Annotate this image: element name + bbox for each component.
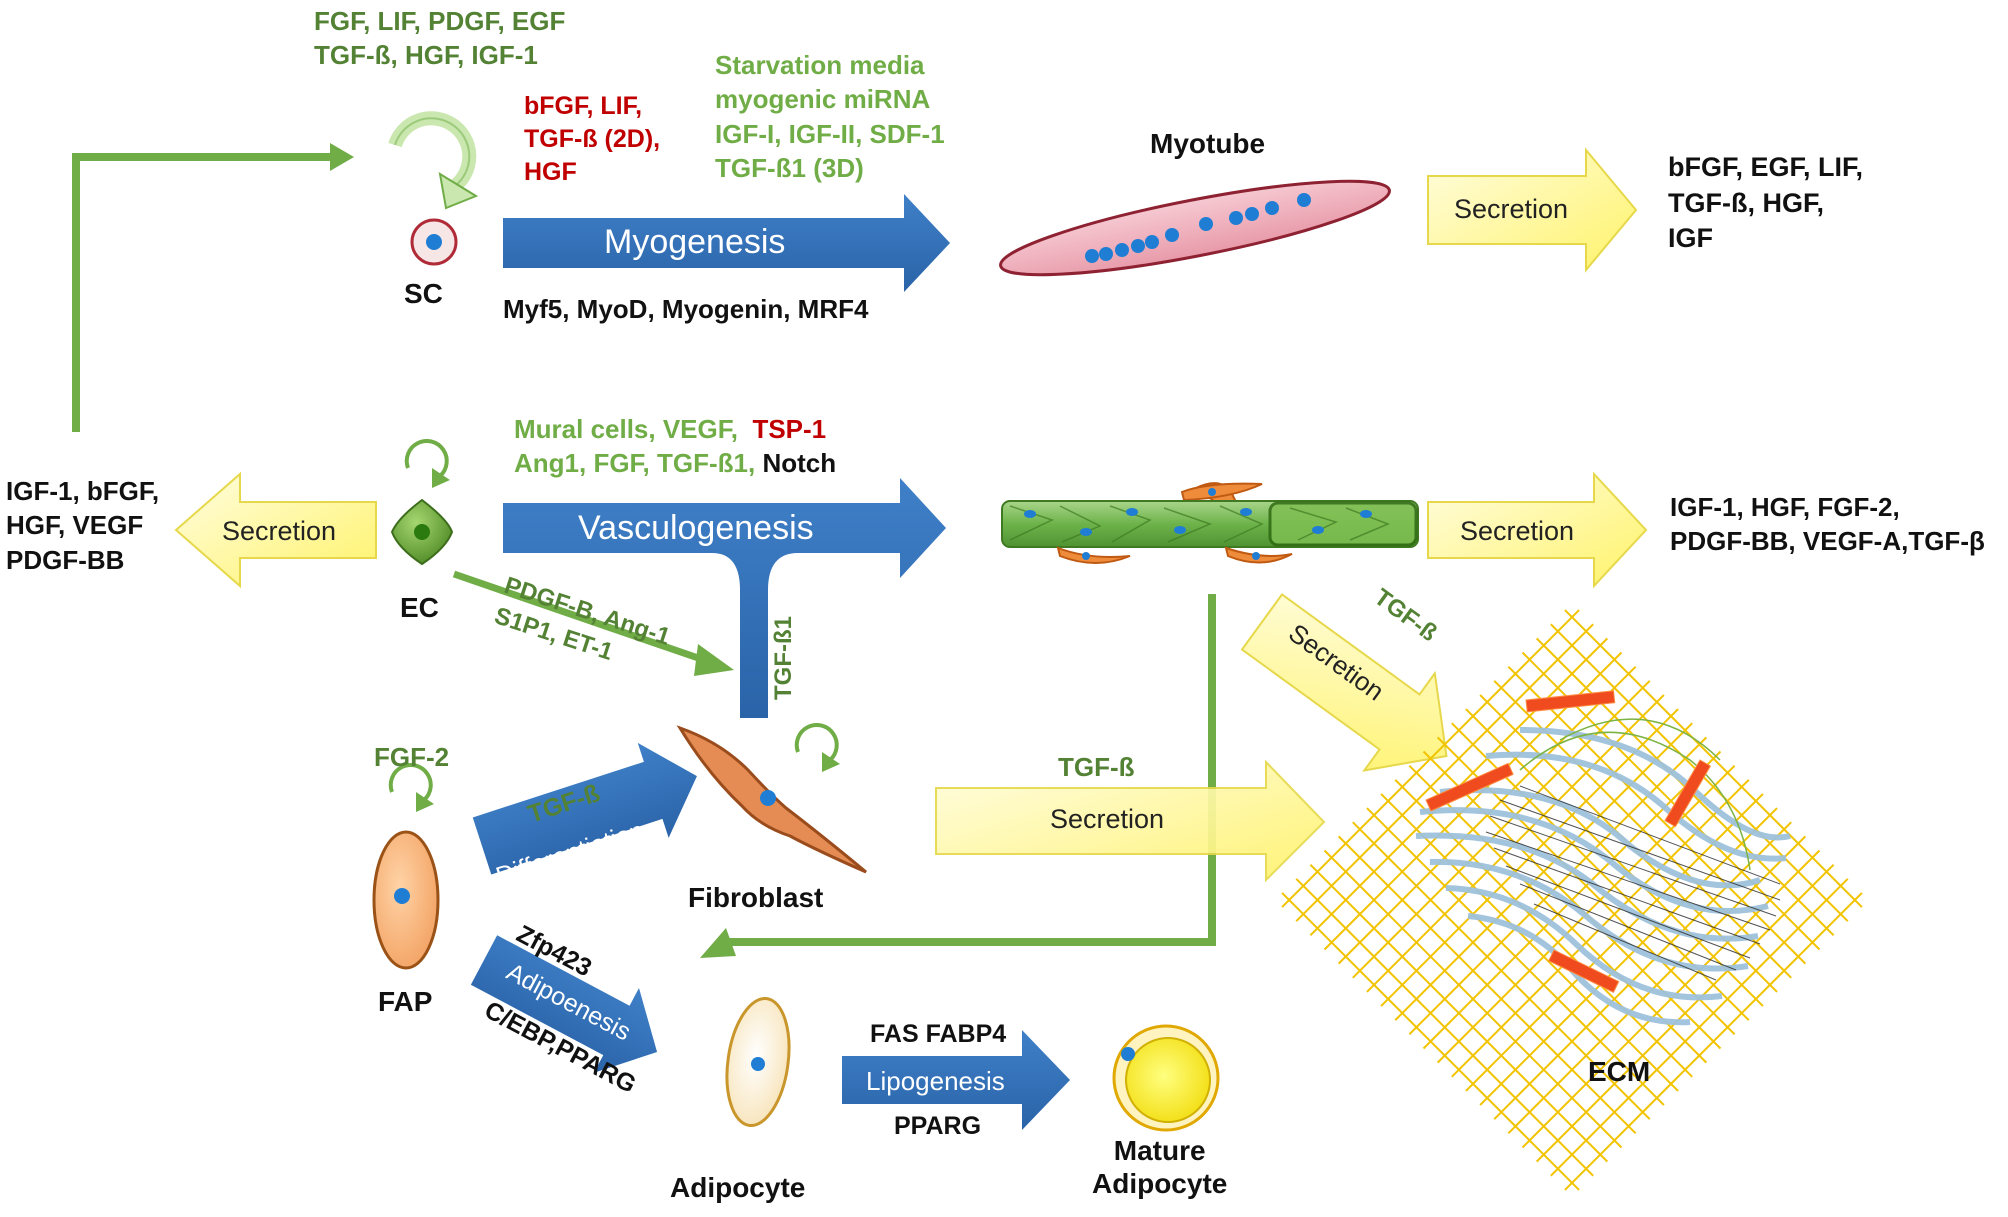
differentiation-arrow (472, 742, 697, 875)
tgfb1-branch-label: TGF-ß1 (770, 616, 797, 700)
myotube (999, 179, 1391, 277)
ec-factors: Mural cells, VEGF, TSP-1 Ang1, FGF, TGF-… (514, 412, 836, 481)
vessel-secretion-label: Secretion (1460, 516, 1575, 546)
ec-factor-green: Mural cells, VEGF, (514, 414, 738, 444)
mature-adipocyte-label-line: Mature (1113, 1135, 1206, 1166)
fibroblast-self-renewal-loop (794, 723, 840, 772)
myogenesis-arrow (503, 194, 950, 292)
fap-self-renewal-loop (388, 763, 434, 812)
adipocyte-label: Adipocyte (670, 1172, 806, 1203)
mature-adipocyte-label-line: Adipocyte (1092, 1168, 1228, 1200)
adipocyte-cell (725, 996, 791, 1128)
vessel-to-adipocyte-path (726, 594, 1216, 946)
fibroblast-secretion-label: Secretion (1050, 804, 1165, 834)
sc-factor-line: FGF, LIF, PDGF, EGF (314, 6, 566, 36)
fibroblast-secretion-arrow (935, 759, 1326, 883)
sc-factor-line: TGF-ß, HGF, IGF-1 (314, 40, 538, 71)
inhibitor-line: HGF (524, 158, 577, 186)
myotube-label: Myotube (1150, 128, 1266, 159)
adipoenesis-arrow (470, 935, 658, 1073)
fibroblast-secretion-factor: TGF-ß (1058, 752, 1135, 782)
promoter-line: TGF-ß1 (3D) (715, 152, 864, 183)
ec-factor-black: Notch (762, 448, 837, 479)
ec-factor-green: Ang1, FGF, TGF-ß1, (514, 448, 756, 479)
myogenesis-label: Myogenesis (604, 223, 786, 261)
promoter-line: Starvation media (715, 50, 925, 80)
secreted-factor-line: IGF-1, bFGF, (6, 476, 160, 506)
sc-inhibitors: bFGF, LIF, TGF-ß (2D), HGF (524, 90, 660, 189)
ecm-label: ECM (1588, 1056, 1651, 1087)
ec-to-fibroblast-arrow (452, 570, 706, 664)
ec-cell (390, 498, 454, 566)
ec-secretion-label: Secretion (222, 516, 337, 546)
lipogenesis-label: Lipogenesis (866, 1066, 1005, 1096)
secreted-factor-line: bFGF, EGF, LIF, (1668, 152, 1863, 182)
myogenic-markers: Myf5, MyoD, Myogenin, MRF4 (503, 294, 869, 324)
inhibitor-line: bFGF, LIF, (524, 92, 643, 120)
sc-label: SC (404, 278, 443, 309)
fibroblast-label: Fibroblast (688, 882, 824, 913)
secreted-factor-line: TGF-ß, HGF, (1668, 187, 1824, 218)
lipogenesis-top-factors: FAS FABP4 (870, 1020, 1007, 1048)
secreted-factor-line: PDGF-BB, VEGF-A,TGF-β (1670, 526, 1985, 557)
fap-self-renewal-factor: FGF-2 (374, 742, 450, 772)
ec-factor-red: TSP-1 (752, 414, 827, 444)
feedback-arrowhead (330, 143, 354, 171)
sc-self-renewal-loop (388, 111, 479, 210)
vasculogenesis-label: Vasculogenesis (578, 509, 814, 547)
secreted-factor-line: HGF, VEGF (6, 510, 144, 541)
ecm-mesh (1281, 609, 1863, 1191)
vasculogenesis-arrow (503, 478, 946, 718)
promoter-line: IGF-I, IGF-II, SDF-1 (715, 118, 945, 149)
ec-to-fibroblast-arrowhead (694, 644, 734, 676)
fap-label: FAP (378, 986, 433, 1017)
secreted-factor-line: IGF (1668, 223, 1713, 254)
vessel-secretion-arrow (1427, 471, 1648, 589)
secreted-factor-line: PDGF-BB (6, 544, 125, 575)
inhibitor-line: TGF-ß (2D), (524, 125, 661, 153)
promoter-line: myogenic miRNA (715, 84, 931, 115)
mature-adipocyte-cell (1112, 1024, 1220, 1132)
feedback-arrow-to-sc (72, 153, 330, 432)
mature-adipocyte-label: Mature Adipocyte (1092, 1134, 1227, 1200)
ec-secreted-factors: IGF-1, bFGF, HGF, VEGF PDGF-BB (6, 474, 159, 577)
lipogenesis-bottom-factor: PPARG (894, 1112, 982, 1140)
ec-label: EC (400, 592, 439, 623)
tgfb-secretion-diagonal-arrow (1240, 593, 1448, 772)
ec-self-renewal-loop (404, 439, 450, 488)
vessel-secreted-factors: IGF-1, HGF, FGF-2, PDGF-BB, VEGF-A,TGF-β (1670, 490, 1985, 559)
sc-promoters: Starvation media myogenic miRNA IGF-I, I… (715, 48, 945, 185)
ec-secretion-arrow (174, 471, 377, 589)
secreted-factor-line: IGF-1, HGF, FGF-2, (1670, 492, 1900, 522)
myotube-secretion-arrow (1427, 147, 1638, 273)
lipogenesis-arrow (842, 1030, 1070, 1130)
sc-factors-top: FGF, LIF, PDGF, EGF TGF-ß, HGF, IGF-1 (314, 4, 565, 73)
blood-vessel (1001, 482, 1419, 564)
fap-cell (372, 830, 440, 970)
myotube-secreted-factors: bFGF, EGF, LIF, TGF-ß, HGF, IGF (1668, 150, 1863, 257)
vessel-to-adipocyte-arrowhead (700, 928, 736, 958)
myotube-secretion-label: Secretion (1454, 194, 1569, 224)
fibroblast-cell (676, 725, 867, 874)
sc-cell (410, 218, 458, 266)
